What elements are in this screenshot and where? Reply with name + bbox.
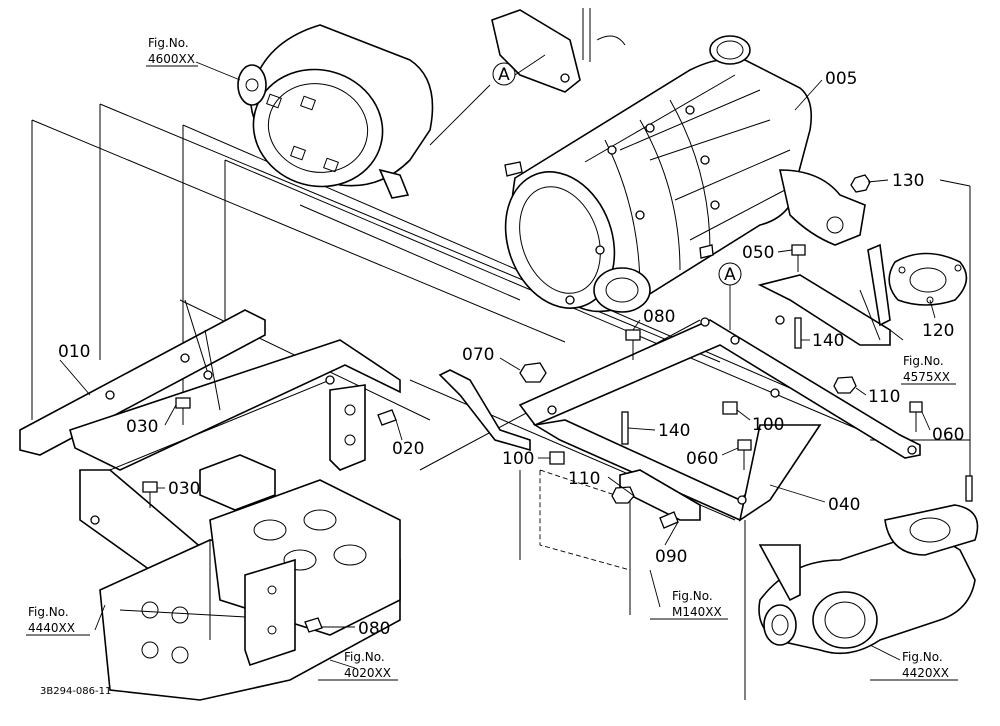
part-label-060-lower: 060 — [686, 449, 718, 469]
fig-ref-m140-number: M140XX — [672, 605, 722, 619]
fig-ref-4020-label: Fig.No. — [344, 650, 385, 664]
fig-ref-4575: Fig.No. 4575XX — [901, 354, 956, 385]
fig-ref-4420-label: Fig.No. — [902, 650, 943, 664]
part-label-070: 070 — [462, 345, 494, 365]
fig-ref-4440: Fig.No. 4440XX — [26, 605, 90, 636]
stay-4575 — [859, 243, 891, 341]
part-label-040: 040 — [828, 495, 860, 515]
part-label-100-left: 100 — [502, 449, 534, 469]
fig-ref-4420-number: 4420XX — [902, 666, 949, 680]
plate-m140 — [539, 469, 631, 571]
part-label-080-top: 080 — [643, 307, 675, 327]
ref-mark-a-top: A — [492, 62, 516, 86]
part-label-140-left: 140 — [658, 421, 690, 441]
support-frame-040 — [438, 274, 921, 522]
upper-muffler-assembly — [237, 24, 434, 199]
part-label-030-upper: 030 — [126, 417, 158, 437]
part-label-140-right: 140 — [812, 331, 844, 351]
part-label-010: 010 — [58, 342, 90, 362]
part-label-130: 130 — [892, 171, 924, 191]
part-label-030-lower: 030 — [168, 479, 200, 499]
part-label-080-lower: 080 — [358, 619, 390, 639]
fig-ref-4600-number: 4600XX — [148, 52, 195, 66]
part-label-060-right: 060 — [932, 425, 964, 445]
fasteners — [142, 174, 973, 633]
part-label-090: 090 — [655, 547, 687, 567]
part-label-110-lower: 110 — [568, 469, 600, 489]
fig-ref-4575-label: Fig.No. — [903, 354, 944, 368]
ref-mark-a-mid-label: A — [724, 265, 736, 285]
dpf-muffler-assembly — [504, 35, 866, 313]
part-label-100-right: 100 — [752, 415, 784, 435]
fig-ref-m140: Fig.No. M140XX — [650, 589, 728, 620]
ref-mark-a-top-label: A — [498, 65, 510, 85]
part-label-050: 050 — [742, 243, 774, 263]
leader-lines — [59, 54, 936, 669]
diagram-code: 3B294-086-11 — [40, 686, 111, 697]
part-label-020: 020 — [392, 439, 424, 459]
part-labels: 005 130 050 120 080 140 070 110 010 030 … — [58, 69, 964, 639]
fig-ref-4575-number: 4575XX — [903, 370, 950, 384]
part-label-120: 120 — [922, 321, 954, 341]
fig-ref-4600: Fig.No. 4600XX — [146, 36, 198, 67]
part-label-110-right: 110 — [868, 387, 900, 407]
turbocharger — [758, 504, 979, 655]
fig-ref-4020-number: 4020XX — [344, 666, 391, 680]
fig-ref-4420: Fig.No. 4420XX — [870, 650, 958, 681]
ref-mark-a-mid: A — [718, 262, 742, 286]
fig-ref-4020: Fig.No. 4020XX — [318, 650, 398, 681]
fig-ref-4440-label: Fig.No. — [28, 605, 69, 619]
gasket-120 — [888, 252, 968, 306]
fig-ref-4440-number: 4440XX — [28, 621, 75, 635]
bracket-020 — [244, 384, 366, 667]
part-label-005: 005 — [825, 69, 857, 89]
top-bracket — [491, 8, 626, 93]
fig-ref-m140-label: Fig.No. — [672, 589, 713, 603]
fig-ref-4600-label: Fig.No. — [148, 36, 189, 50]
